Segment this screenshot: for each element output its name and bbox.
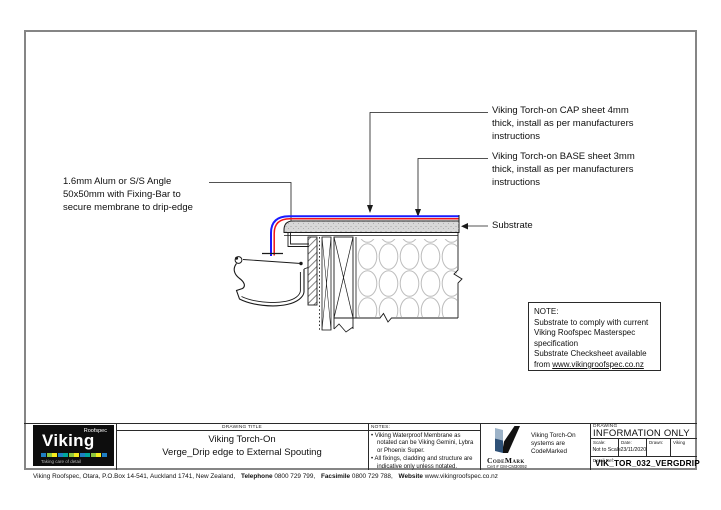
note-line: Substrate Checksheet available bbox=[534, 349, 647, 359]
codemark-name: CodeMark bbox=[487, 455, 525, 465]
annotation-line: secure membrane to drip-edge bbox=[63, 202, 193, 213]
footer-contact: Viking Roofspec, Otara, P.O.Box 14-541, … bbox=[33, 473, 498, 480]
note-link-prefix: from bbox=[534, 359, 553, 369]
notes-item: Viking Waterproof Membrane as notated ca… bbox=[371, 433, 478, 456]
annotation-line: Substrate bbox=[492, 220, 533, 231]
annotation-base-sheet: Viking Torch-on BASE sheet 3mm thick, in… bbox=[492, 150, 635, 189]
footer-telephone-label: Telephone bbox=[241, 472, 273, 480]
codemark-caption-line: Viking Torch-On bbox=[531, 432, 576, 439]
divider bbox=[368, 430, 480, 431]
notes-label: NOTES: bbox=[371, 424, 391, 430]
scale-label: Scale: bbox=[593, 439, 606, 445]
annotation-cap-sheet: Viking Torch-on CAP sheet 4mm thick, ins… bbox=[492, 104, 634, 143]
drawing-label: DRAWING bbox=[593, 424, 618, 429]
page-border bbox=[24, 30, 697, 470]
divider bbox=[618, 438, 619, 456]
note-line: Viking Roofspec Masterspec bbox=[534, 328, 636, 338]
titleblock-top-line bbox=[24, 423, 697, 424]
viking-logo: Roofspec Viking Taking care of detail bbox=[33, 425, 114, 466]
note-line: NOTE: bbox=[534, 307, 559, 316]
codemark-cert: Cert # GM-CM30092 bbox=[487, 464, 527, 469]
annotation-line: 1.6mm Alum or S/S Angle bbox=[63, 176, 172, 187]
divider bbox=[590, 438, 697, 439]
codemark-caption-line: CodeMarked bbox=[531, 448, 568, 456]
logo-tagline: Taking care of detail bbox=[41, 458, 82, 464]
divider bbox=[368, 423, 369, 470]
divider bbox=[480, 423, 481, 470]
note-line: specification bbox=[534, 338, 579, 348]
codemark-caption: Viking Torch-On systems are CodeMarked bbox=[531, 432, 576, 457]
divider bbox=[116, 423, 117, 470]
annotation-line: thick, install as per manufacturers bbox=[492, 118, 634, 129]
drawing-title-line1: Viking Torch-On bbox=[208, 433, 276, 445]
drawing-title-label: DRAWING TITLE bbox=[222, 424, 262, 430]
annotation-line: 50x50mm with Fixing-Bar to bbox=[63, 189, 181, 200]
footer-facsimile: 0800 729 788, bbox=[351, 472, 393, 480]
annotation-substrate: Substrate bbox=[492, 219, 533, 232]
detail-ref-value: VIK_TOR_032_VERGDRIP bbox=[595, 458, 700, 468]
footer-facsimile-label: Facsimile bbox=[320, 472, 351, 480]
divider bbox=[646, 438, 647, 456]
drawn-label: Drawn: bbox=[649, 439, 664, 445]
drawn-value: Viking bbox=[673, 439, 686, 445]
note-line: Substrate to comply with current bbox=[534, 317, 649, 327]
scale-value: Not to Scale bbox=[592, 447, 621, 453]
footer-website-label: Website bbox=[398, 472, 423, 480]
annotation-angle: 1.6mm Alum or S/S Angle 50x50mm with Fix… bbox=[63, 175, 193, 214]
annotation-line: instructions bbox=[492, 131, 541, 142]
drawing-title-line2: Verge_Drip edge to External Spouting bbox=[162, 447, 322, 458]
annotation-line: Viking Torch-on CAP sheet 4mm bbox=[492, 105, 629, 116]
divider bbox=[670, 438, 671, 456]
notes-item: All fixings, cladding and structure are … bbox=[371, 456, 478, 471]
status-text: INFORMATION ONLY bbox=[593, 428, 690, 439]
date-value: 23/11/2020 bbox=[620, 447, 647, 453]
footer-address: Viking Roofspec, Otara, P.O.Box 14-541, … bbox=[33, 472, 236, 480]
codemark-icon bbox=[495, 426, 520, 453]
logo-bar bbox=[41, 453, 107, 457]
date-label: Date: bbox=[621, 439, 632, 445]
note-link-line: from www.vikingroofspec.co.nz bbox=[534, 360, 655, 371]
divider bbox=[116, 430, 368, 431]
footer-website: www.vikingroofspec.co.nz bbox=[424, 472, 498, 480]
codemark-caption-line: systems are bbox=[531, 440, 565, 448]
footer-telephone: 0800 729 799, bbox=[274, 472, 316, 480]
annotation-line: instructions bbox=[492, 177, 541, 188]
annotation-line: Viking Torch-on BASE sheet 3mm bbox=[492, 151, 635, 162]
logo-brand-label: Viking bbox=[42, 431, 95, 450]
note-url-link[interactable]: www.vikingroofspec.co.nz bbox=[552, 359, 644, 369]
annotation-line: thick, install as per manufacturers bbox=[492, 164, 634, 175]
divider bbox=[590, 423, 591, 470]
divider bbox=[590, 456, 697, 457]
notes-list: Viking Waterproof Membrane as notated ca… bbox=[371, 433, 478, 473]
logo-roofspec-label: Roofspec bbox=[83, 428, 107, 434]
note-box: NOTE: Substrate to comply with current V… bbox=[528, 302, 661, 371]
detail-ref-label: Detail Ref: bbox=[593, 457, 615, 463]
